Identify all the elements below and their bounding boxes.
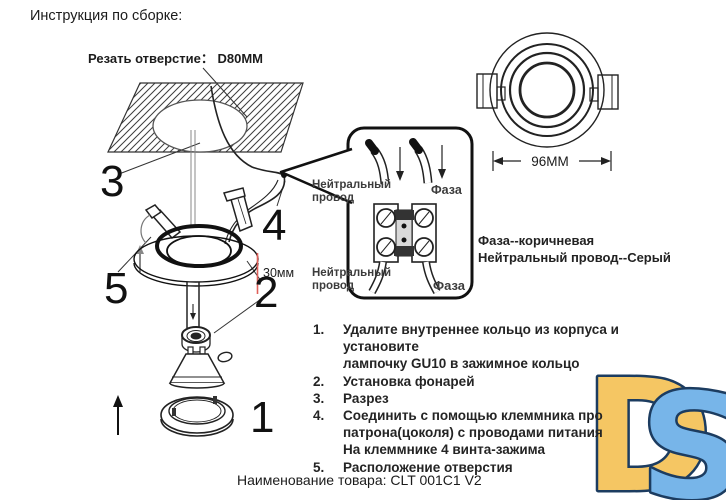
instruction-text: Соединить с помощью клеммника про [343,408,603,424]
part-number-4: 4 [262,201,287,250]
leader-2b [213,298,262,334]
part-number-1: 1 [250,393,275,442]
cut-hole [152,99,248,153]
page-title: Инструкция по сборке: [30,8,183,24]
leader-3 [118,142,201,175]
fixture-body [133,224,259,287]
fixture-face-view [476,32,619,148]
instruction-number: 3. [313,390,325,406]
part-number-5: 5 [104,264,129,313]
logo-letter-s: S [640,363,726,500]
instruction-number: 5. [313,459,325,475]
depth-label: 30мм [263,266,295,280]
instruction-text: На клеммнике 4 винта-зажима [343,442,545,458]
brand-logo: D S [582,344,726,500]
right-tab [597,74,619,110]
product-name-label: Наименование товара: CLT 001C1 V2 [237,472,482,488]
outgoing-wires [368,261,441,294]
part-number-2: 2 [254,268,279,317]
instruction-item: 2. Установка фонарей [313,373,688,390]
phase-bottom-label: Фаза [433,278,466,293]
instruction-item: 3. Разрез [313,390,688,407]
callout-pointer [279,147,353,205]
neutral-wire-bottom-label: Нейтральный провод [312,267,392,292]
instruction-number: 2. [313,373,325,389]
instruction-list: 1. Удалите внутреннее кольцо из корпуса … [313,321,688,476]
spring-clips [136,187,253,272]
instruction-text: патрона(цоколя) с проводами питания [343,425,603,441]
instruction-text: Расположение отверстия [343,459,513,475]
instruction-item: 1. Удалите внутреннее кольцо из корпуса … [313,321,688,373]
legend-neutral-color: Нейтральный провод--Серый [478,250,671,265]
part-number-3: 3 [100,157,125,206]
instruction-text: Удалите внутреннее кольцо из корпуса и у… [343,322,619,355]
ceiling-cutout-drawing [107,67,304,153]
lamp-holder [181,282,211,353]
gu10-bulb [168,346,233,389]
instruction-text: лампочку GU10 в зажимное кольцо [343,356,580,372]
cut-hole-leader-line [202,67,248,118]
instruction-text: Разрез [343,390,389,406]
dimension-line [492,151,612,171]
instruction-number: 1. [313,322,325,337]
phase-top-label: Фаза [431,183,462,197]
wiring-callout-box [279,126,474,300]
rotation-arc [140,214,151,244]
cut-hole-label: Резать отверстие： D80MM [88,51,263,66]
trim-ring [113,395,234,437]
instruction-text: Установка фонарей [343,373,475,389]
instruction-item: 4. Соединить с помощью клеммника про пат… [313,407,688,459]
incoming-wires [365,138,446,185]
legend-phase-color: Фаза--коричневая [478,233,595,248]
left-tab [476,73,498,109]
terminal-block [373,203,437,263]
logo-letter-d: D [584,346,713,500]
instruction-number: 4. [313,408,325,424]
neutral-wire-top-label: Нейтральный провод [312,179,392,204]
diameter-dimension-label: 96MM [531,154,569,169]
instruction-item: 5. Расположение отверстия [313,459,688,476]
wire-color-legend: Фаза--коричневая Нейтральный провод--Сер… [478,232,671,266]
